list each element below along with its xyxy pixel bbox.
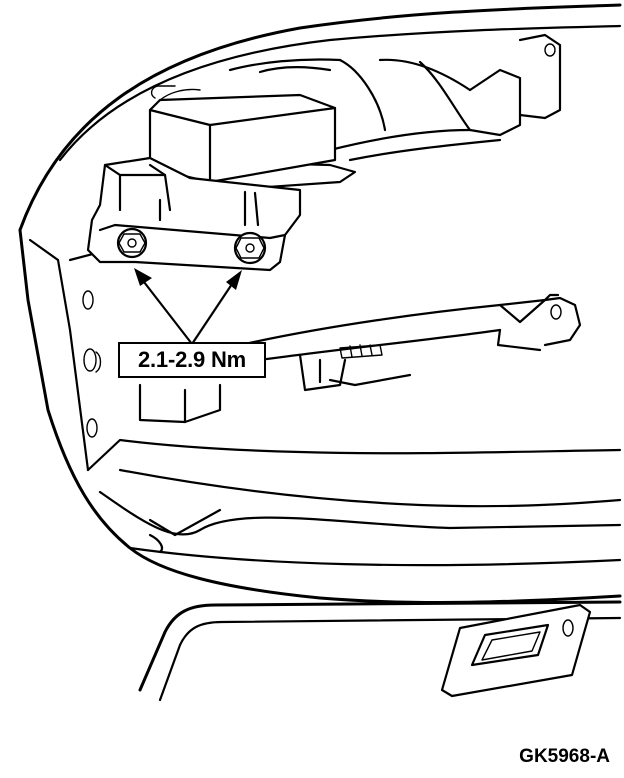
- bolt-right: [233, 231, 267, 265]
- torque-leader-lines: [134, 268, 242, 346]
- lower-clip: [138, 383, 222, 424]
- cross-brace: [238, 293, 582, 392]
- arrowhead-right: [226, 270, 242, 290]
- glove-compartment-latch: [440, 603, 592, 698]
- torque-callout: 2.1-2.9 Nm: [118, 342, 266, 378]
- figure-id: GK5968-A: [519, 746, 610, 767]
- upper-cavity-detail: [228, 33, 562, 162]
- dash-housing: [18, 3, 622, 604]
- glove-compartment-door: [138, 600, 622, 702]
- bolt-left: [116, 227, 148, 259]
- arrowhead-left: [134, 268, 152, 286]
